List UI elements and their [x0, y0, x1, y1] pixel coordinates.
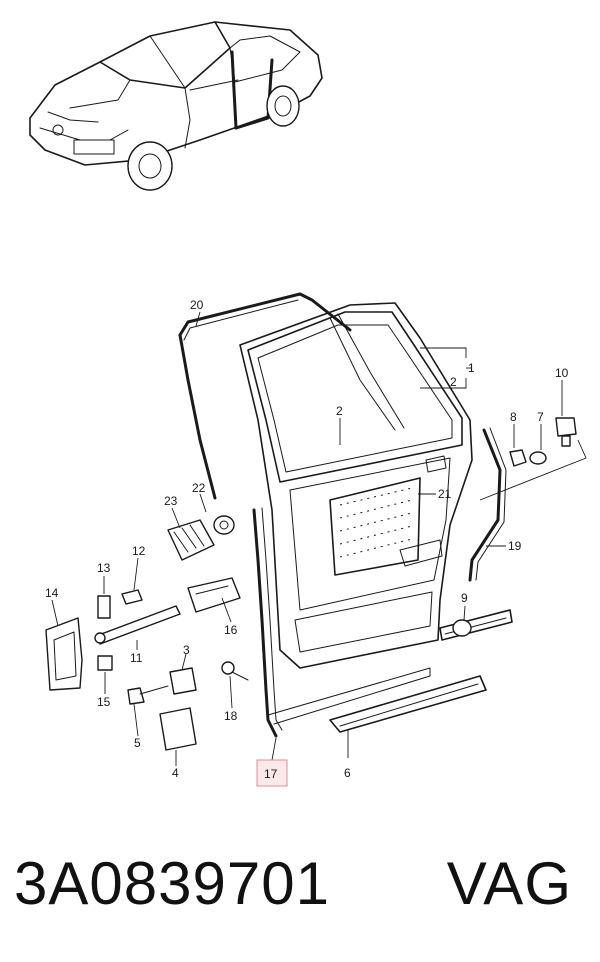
part-label-16: 16 — [224, 623, 238, 637]
part-label-9: 9 — [461, 591, 468, 605]
brand-name: VAG — [446, 849, 572, 917]
part-label-13: 13 — [97, 561, 111, 575]
window-seal — [178, 292, 352, 500]
part-label-21: 21 — [438, 487, 452, 501]
rear-strip — [468, 427, 507, 582]
part-label-2b: 2 — [450, 375, 457, 389]
part-label-10: 10 — [555, 366, 569, 380]
part-label-5: 5 — [134, 736, 141, 750]
part-label-7: 7 — [537, 410, 544, 424]
part-labels: 1 2 2 3 4 5 6 7 8 9 10 11 12 13 14 15 16… — [45, 298, 569, 781]
door-seal — [252, 507, 431, 738]
part-label-17: 17 — [264, 767, 278, 781]
part-label-6: 6 — [344, 766, 351, 780]
part-label-15: 15 — [97, 695, 111, 709]
car-illustration — [29, 21, 323, 191]
door-shell — [239, 302, 473, 669]
leader-lines — [51, 311, 587, 766]
regulator-panel — [329, 477, 443, 576]
highlight-box — [256, 759, 288, 787]
hardware-parts — [45, 417, 577, 751]
part-label-19: 19 — [508, 539, 522, 553]
part-label-11: 11 — [130, 651, 143, 665]
part-label-12: 12 — [132, 544, 146, 558]
part-label-1: 1 — [468, 361, 475, 375]
part-label-23: 23 — [164, 494, 178, 508]
part-label-22: 22 — [192, 481, 206, 495]
part-label-3: 3 — [183, 643, 190, 657]
part-number: 3A0839701 — [14, 849, 330, 917]
caption-bar: 3A0839701 VAG — [0, 838, 600, 928]
part-label-18: 18 — [224, 709, 238, 723]
part-label-14: 14 — [45, 586, 59, 600]
part-label-4: 4 — [172, 766, 179, 780]
part-label-8: 8 — [510, 410, 517, 424]
part-label-2: 2 — [336, 404, 343, 418]
part-label-20: 20 — [190, 298, 204, 312]
